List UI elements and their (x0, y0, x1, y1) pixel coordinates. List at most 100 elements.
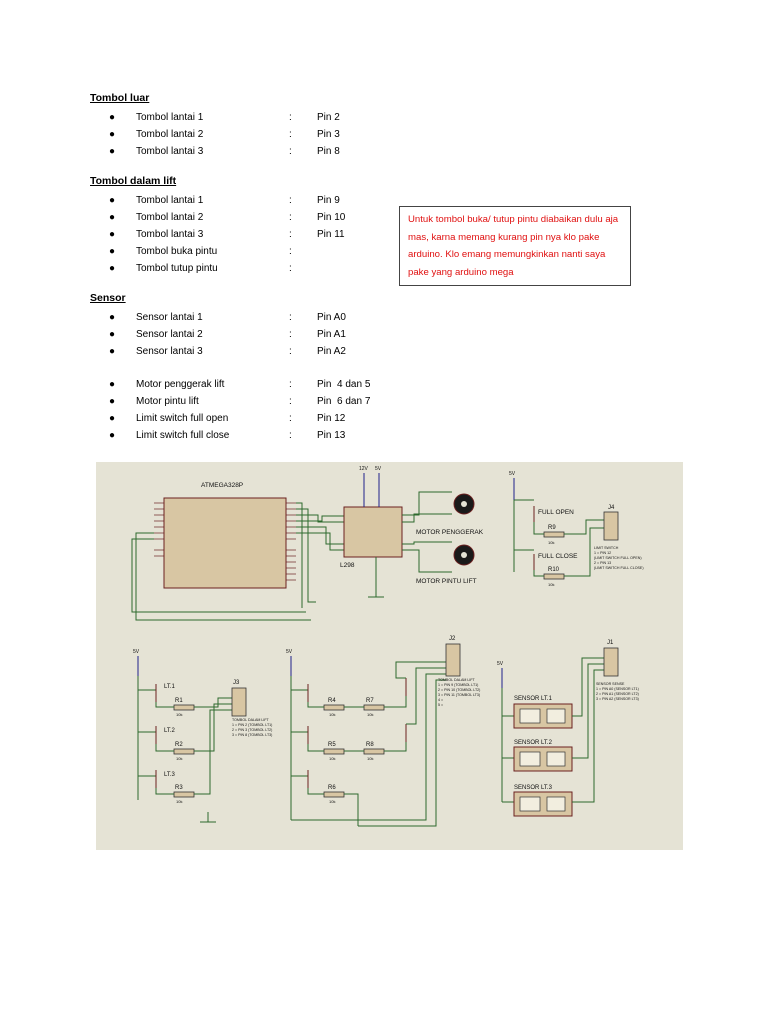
r4-resistor (323, 704, 345, 711)
j3-note-1: TOMBOL DALAM LIFT (232, 718, 270, 722)
l298-chip (343, 506, 403, 558)
list-item: ●Tombol lantai 3:Pin 11 (0, 229, 768, 243)
section-heading: Tombol dalam lift (90, 175, 177, 187)
j2-note-1: TOMBOL DALAM LIFT (438, 678, 476, 682)
list-item: ●Sensor lantai 2:Pin A1 (0, 329, 768, 343)
full-open-label: FULL OPEN (538, 509, 574, 516)
r2-resistor (173, 748, 195, 755)
r3-resistor (173, 791, 195, 798)
mcu-label: ATMEGA328P (201, 482, 243, 489)
schematic-drawing: ATMEGA328P L298 12V (131, 466, 644, 827)
item-label: Sensor lantai 2 (136, 329, 203, 340)
list-item: ●Tombol buka pintu: (0, 246, 768, 260)
j1-note-4: 3 = PIN A2 (SENSOR LT3) (596, 697, 639, 701)
motor1-wires (402, 491, 452, 523)
l298-ground (368, 557, 384, 598)
r7-label: R7 (366, 698, 374, 704)
bullet-icon: ● (109, 229, 116, 240)
j4-label: J4 (608, 505, 615, 511)
r7-resistor (363, 704, 385, 711)
list-item: ●Tombol lantai 3:Pin 8 (0, 146, 768, 160)
bullet-icon: ● (109, 263, 116, 274)
list-item: ●Limit switch full close:Pin 13 (0, 430, 768, 444)
bullet-icon: ● (109, 346, 116, 357)
driver-label: L298 (340, 562, 355, 569)
r6-label: R6 (328, 785, 336, 791)
r5-label: R5 (328, 742, 336, 748)
item-pin-value: Pin 13 (317, 430, 346, 441)
supply-5v-label-5: 5V (497, 661, 504, 667)
j3-label: J3 (233, 680, 240, 686)
j3-connector (231, 687, 247, 717)
r10-resistor (543, 573, 565, 580)
supply-5v-label-3: 5V (133, 649, 140, 655)
j1-note-2: 1 = PIN A0 (SENSOR LT1) (596, 687, 639, 691)
item-pin-value: Pin A1 (317, 329, 346, 340)
bullet-icon: ● (109, 129, 116, 140)
limit-wires-right (533, 519, 604, 577)
j2-note-3: 2 = PIN 10 (TOMBOL LT2) (438, 688, 480, 692)
bullet-icon: ● (109, 379, 116, 390)
r6-resistor (323, 791, 345, 798)
j2-connector (445, 643, 461, 677)
mcu-wire-7 (296, 526, 344, 545)
r1-resistor (173, 704, 195, 711)
item-separator: : (289, 379, 292, 390)
circuit-schematic: ATMEGA328P L298 12V (96, 462, 683, 850)
middle-group-wires-c (291, 673, 446, 827)
item-separator: : (289, 195, 292, 206)
item-label: Sensor lantai 1 (136, 312, 203, 323)
supply-5v-label-2: 5V (509, 471, 516, 477)
item-separator: : (289, 312, 292, 323)
motor1-hub (461, 501, 467, 507)
lt2-label: LT.2 (164, 728, 176, 734)
item-pin-value: Pin 10 (317, 212, 346, 223)
item-label: Limit switch full close (136, 430, 230, 441)
r7-value: 10k (367, 712, 373, 717)
bullet-icon: ● (109, 195, 116, 206)
item-separator: : (289, 112, 292, 123)
j2-note-6: 5 = (438, 703, 443, 707)
r5-value: 10k (329, 756, 335, 761)
item-pin-value: Pin 2 (317, 112, 340, 123)
r9-resistor (543, 531, 565, 538)
sensor-lt1-label: SENSOR LT.1 (514, 696, 553, 702)
note-box: Untuk tombol buka/ tutup pintu diabaikan… (399, 206, 631, 286)
bullet-icon: ● (109, 146, 116, 157)
item-label: Tombol lantai 3 (136, 229, 204, 240)
r9-value: 10k (548, 540, 554, 545)
j4-note-1: LIMIT SWITCH (594, 546, 619, 550)
supply-5v-label-1: 5V (375, 466, 382, 472)
j3-note-4: 3 = PIN 8 (TOMBOL LT3) (232, 733, 272, 737)
sensor-lt2-label: SENSOR LT.2 (514, 740, 553, 746)
r8-label: R8 (366, 742, 374, 748)
left-bus (137, 676, 156, 800)
atmega-chip (163, 497, 287, 589)
left-group-wires (155, 697, 232, 795)
r1-label: R1 (175, 698, 183, 704)
middle-bus (290, 676, 308, 820)
mcu-wire-6 (296, 515, 344, 522)
full-close-label: FULL CLOSE (538, 553, 578, 560)
j2-note-4: 3 = PIN 11 (TOMBOL LT3) (438, 693, 480, 697)
r4-label: R4 (328, 698, 336, 704)
item-label: Tombol lantai 2 (136, 129, 204, 140)
j4-note-3: (LIMIT SWITCH FULL OPEN) (594, 556, 642, 560)
supply-5v-label-4: 5V (286, 649, 293, 655)
item-label: Motor penggerak lift (136, 379, 225, 390)
j1-note-3: 2 = PIN A1 (SENSOR LT2) (596, 692, 639, 696)
r2-value: 10k (176, 756, 182, 761)
item-separator: : (289, 346, 292, 357)
item-pin-value: Pin 8 (317, 146, 340, 157)
bullet-icon: ● (109, 312, 116, 323)
supply-12v-label: 12V (359, 466, 369, 472)
list-item: ●Tombol lantai 2:Pin 3 (0, 129, 768, 143)
item-label: Tombol tutup pintu (136, 263, 218, 274)
j2-label: J2 (449, 636, 456, 642)
item-pin-value: Pin 4 dan 5 (317, 379, 371, 390)
item-label: Sensor lantai 3 (136, 346, 203, 357)
j4-note-5: (LIMIT SWITCH FULL CLOSE) (594, 566, 644, 570)
bullet-icon: ● (109, 112, 116, 123)
motor1-label: MOTOR PENGGERAK (416, 529, 484, 536)
list-item: ●Tombol tutup pintu: (0, 263, 768, 277)
